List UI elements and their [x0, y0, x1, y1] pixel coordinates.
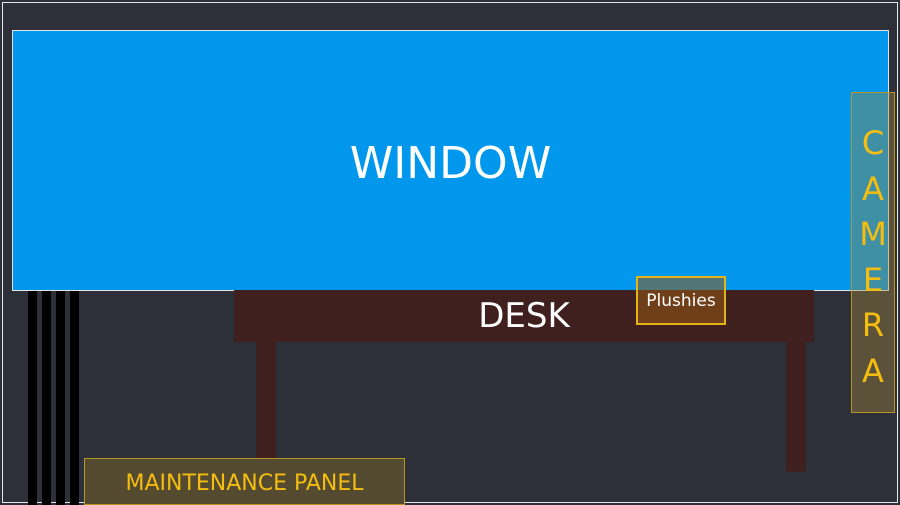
- plushies-button[interactable]: Plushies: [636, 276, 726, 325]
- camera-letter: A: [862, 351, 884, 390]
- vent-bar: [28, 291, 37, 505]
- camera-letter: R: [861, 306, 885, 344]
- camera-letter: E: [862, 260, 884, 299]
- vent-bar: [70, 291, 79, 505]
- camera-button[interactable]: C A M E R A: [851, 92, 895, 413]
- camera-letter: M: [859, 215, 887, 253]
- window[interactable]: WINDOW: [12, 30, 889, 291]
- camera-letter: C: [861, 124, 885, 162]
- vent-bar: [42, 291, 51, 505]
- maintenance-label: MAINTENANCE PANEL: [125, 471, 364, 496]
- vent-bar: [56, 291, 65, 505]
- plushies-label: Plushies: [646, 290, 716, 311]
- desk[interactable]: DESK: [234, 290, 814, 342]
- window-label: WINDOW: [349, 138, 552, 189]
- desk-label: DESK: [478, 296, 570, 336]
- desk-leg-right: [786, 337, 806, 472]
- camera-letter: A: [862, 169, 884, 208]
- desk-leg-left: [256, 337, 276, 472]
- maintenance-panel-button[interactable]: MAINTENANCE PANEL: [84, 458, 405, 505]
